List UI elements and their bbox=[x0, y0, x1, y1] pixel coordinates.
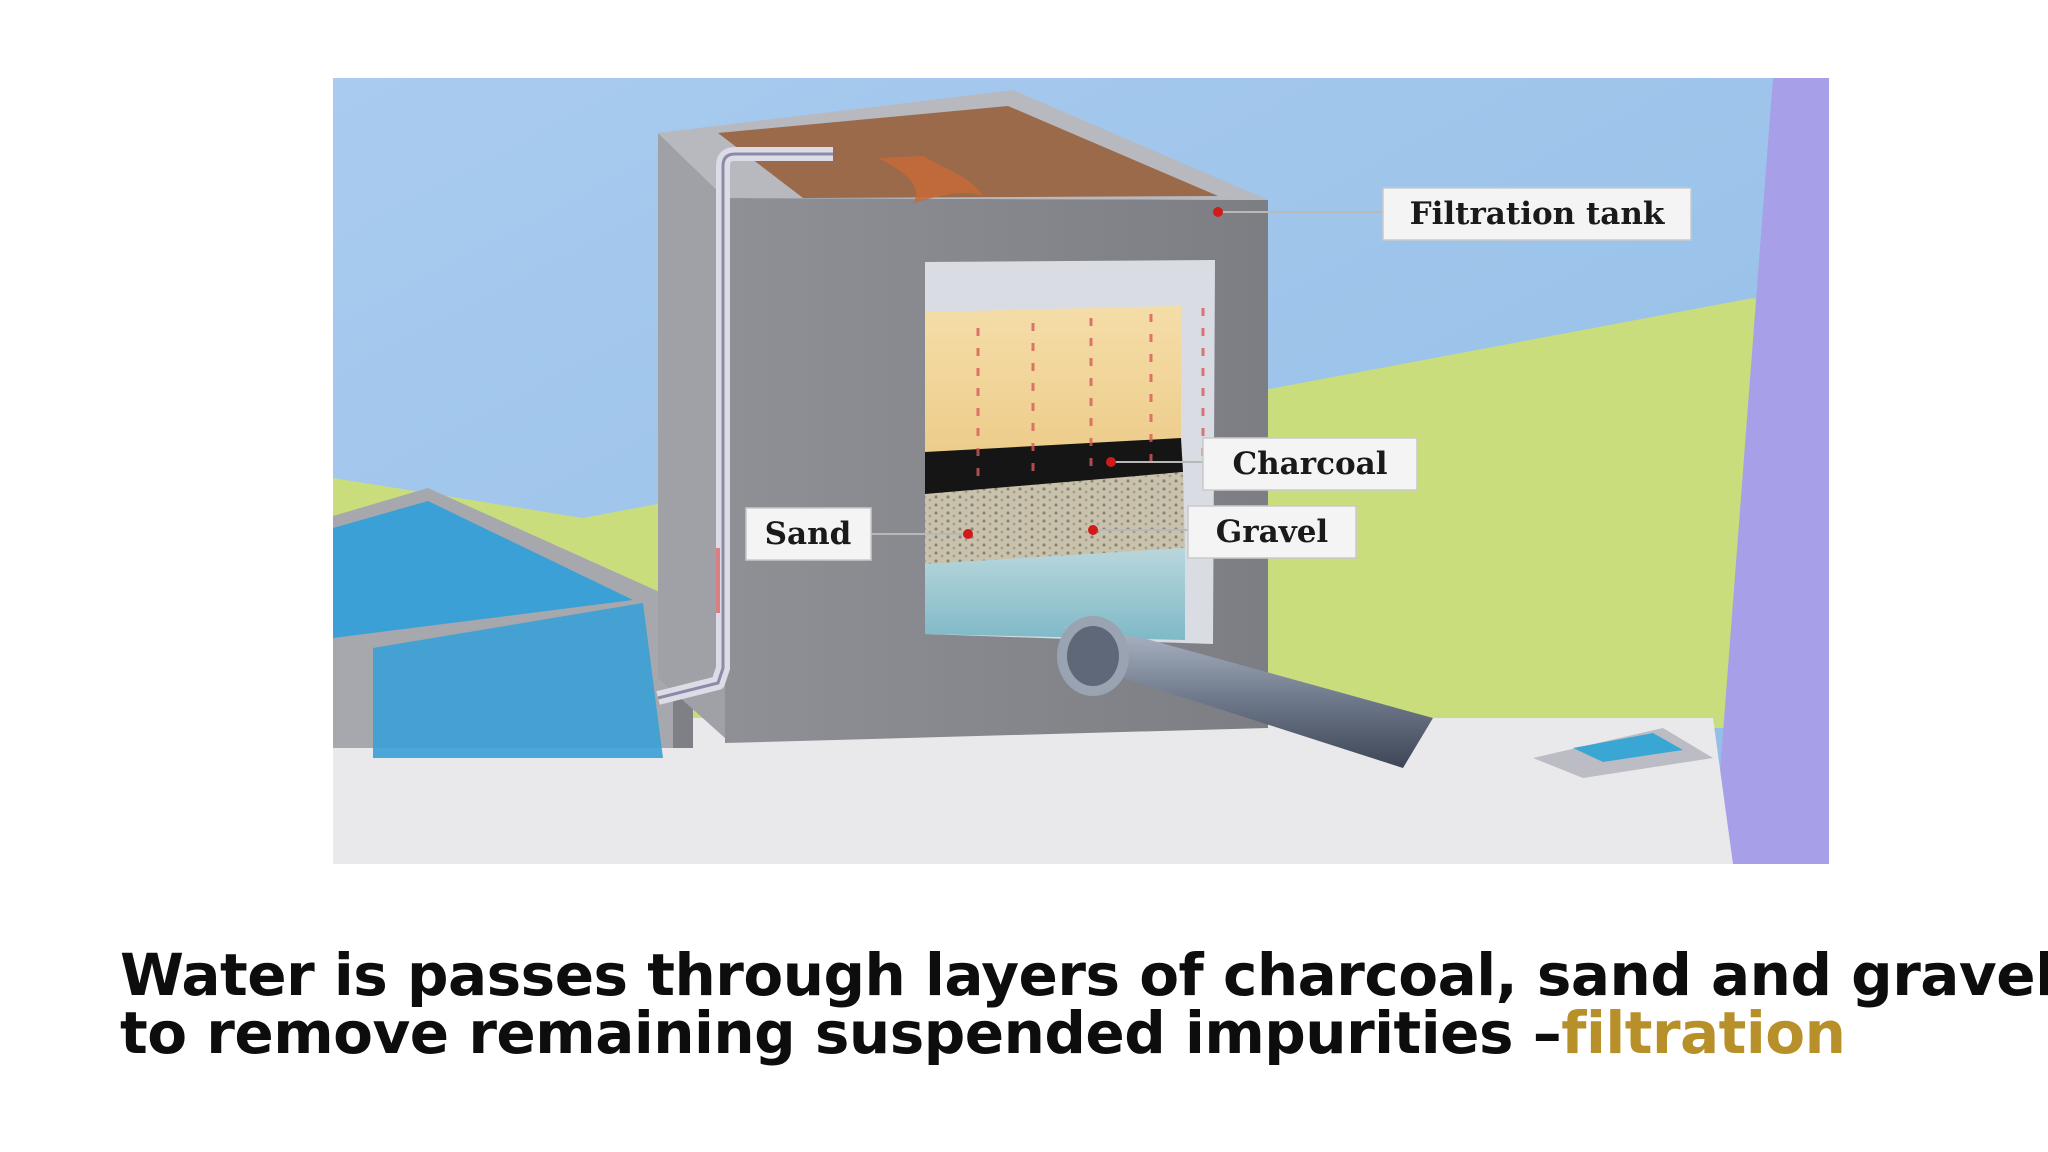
caption: Water is passes through layers of charco… bbox=[120, 941, 2048, 1062]
muddy-inflow bbox=[878, 156, 983, 203]
far-tank-water bbox=[1573, 733, 1683, 762]
right-wall bbox=[1713, 78, 1829, 864]
layer-sand bbox=[925, 306, 1181, 458]
inlet-pipe bbox=[656, 147, 833, 705]
label-filtration-tank-text: Filtration tank bbox=[1410, 196, 1666, 232]
caption-line-2-text: to remove remaining suspended impurities… bbox=[120, 999, 1562, 1067]
caption-line-2: to remove remaining suspended impurities… bbox=[120, 1004, 1920, 1062]
label-gravel: Gravel bbox=[1088, 505, 1357, 559]
filtration-tank bbox=[658, 90, 1268, 743]
layer-clean-water bbox=[925, 548, 1185, 640]
flow-arrows bbox=[976, 308, 1205, 488]
tank-left-face bbox=[658, 133, 725, 738]
label-sand: Sand bbox=[745, 507, 973, 561]
label-filtration-tank: Filtration tank bbox=[1213, 187, 1692, 241]
label-sand-text: Sand bbox=[765, 516, 852, 552]
tank-top-water bbox=[718, 106, 1218, 198]
label-charcoal-text: Charcoal bbox=[1232, 446, 1387, 482]
label-gravel-text: Gravel bbox=[1216, 514, 1328, 550]
caption-highlight: filtration bbox=[1561, 999, 1846, 1067]
label-charcoal: Charcoal bbox=[1106, 437, 1418, 491]
filtration-diagram: Filtration tank Charcoal Sand Gravel bbox=[333, 78, 1829, 864]
caption-line-1: Water is passes through layers of charco… bbox=[120, 941, 2048, 1009]
outlet-pipe bbox=[1057, 616, 1433, 768]
layer-charcoal bbox=[925, 438, 1183, 496]
layer-gravel bbox=[925, 472, 1185, 566]
